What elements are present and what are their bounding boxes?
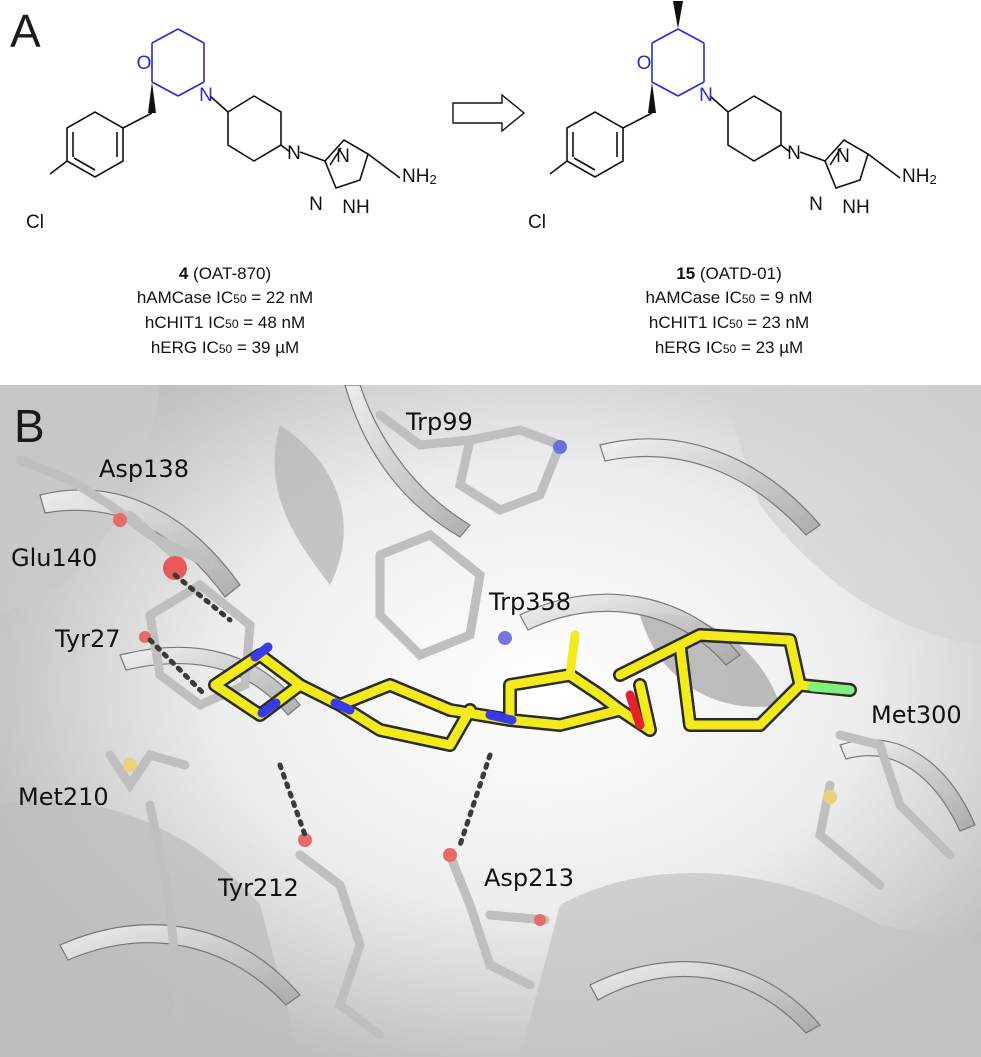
label-met300: Met300 xyxy=(871,701,962,729)
label-glu140: Glu140 xyxy=(11,544,97,572)
svg-text:N: N xyxy=(287,143,301,164)
chemical-structures: O N Cl N N N NH NH2 xyxy=(26,1,937,233)
label-trp358: Trp358 xyxy=(488,588,571,616)
svg-text:Cl: Cl xyxy=(528,212,546,233)
panel-b-binding-site: B Trp99 Asp138 Glu140 Trp358 Tyr27 Met30… xyxy=(0,385,981,1057)
label-met210: Met210 xyxy=(18,783,109,811)
svg-text:N: N xyxy=(836,146,850,167)
protein-ligand-render: B Trp99 Asp138 Glu140 Trp358 Tyr27 Met30… xyxy=(0,385,981,1057)
svg-text:N: N xyxy=(699,85,713,106)
hydrogen-bonds xyxy=(147,572,493,848)
protein-ribbons xyxy=(39,385,976,1034)
assay-hchit1: hCHIT1 IC50 = 23 nM xyxy=(648,313,810,332)
label-tyr212: Tyr212 xyxy=(217,874,299,902)
label-asp213: Asp213 xyxy=(484,864,574,892)
transformation-arrow xyxy=(452,93,526,133)
atom-labels-compound-15: O N Cl N N N NH NH2 xyxy=(528,53,937,233)
svg-text:N: N xyxy=(809,194,823,215)
svg-text:N: N xyxy=(787,143,801,164)
panel-letter-b: B xyxy=(14,400,45,452)
assay-hchit1: hCHIT1 IC50 = 48 nM xyxy=(144,313,306,332)
svg-text:Cl: Cl xyxy=(26,212,44,233)
svg-text:N: N xyxy=(336,146,350,167)
svg-text:NH: NH xyxy=(842,197,869,218)
ligand-heteroatoms xyxy=(250,642,855,730)
panel-letter-a: A xyxy=(10,5,41,57)
panel-a: A xyxy=(0,0,981,385)
caption-compound-4: 4 (OAT-870) hAMCase IC50 = 22 nM hCHIT1 … xyxy=(100,262,350,361)
assay-herg: hERG IC50 = 39 µM xyxy=(150,338,300,357)
assay-hamcase: hAMCase IC50 = 9 nM xyxy=(645,288,813,307)
caption-compound-15: 15 (OATD-01) hAMCase IC50 = 9 nM hCHIT1 … xyxy=(604,262,854,361)
svg-text:O: O xyxy=(137,53,152,74)
structure-compound-15 xyxy=(549,1,901,189)
label-tyr27: Tyr27 xyxy=(54,625,121,653)
svg-text:O: O xyxy=(637,53,652,74)
structure-compound-4 xyxy=(49,28,401,189)
svg-text:N: N xyxy=(309,194,323,215)
label-trp99: Trp99 xyxy=(405,408,473,436)
nh2-label: NH2 xyxy=(402,166,437,187)
assay-herg: hERG IC50 = 23 µM xyxy=(654,338,804,357)
svg-text:NH2: NH2 xyxy=(902,166,937,187)
label-asp138: Asp138 xyxy=(99,455,189,483)
assay-hamcase: hAMCase IC50 = 22 nM xyxy=(136,288,314,307)
svg-text:NH: NH xyxy=(342,197,369,218)
atom-labels-compound-4: O N Cl N N N NH NH2 xyxy=(26,53,437,233)
svg-text:N: N xyxy=(199,85,213,106)
